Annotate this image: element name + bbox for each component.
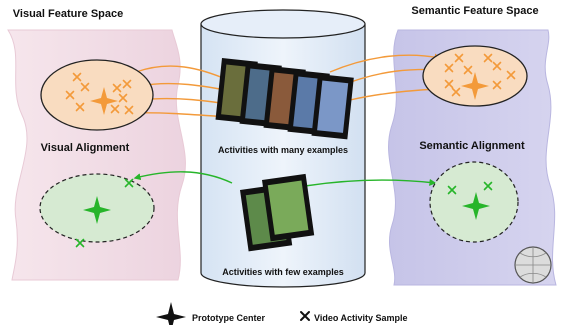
wikipedia-globe-icon xyxy=(514,246,552,284)
legend: Prototype Center Video Activity Sample xyxy=(156,302,408,325)
visual-prototype-many-icon xyxy=(90,87,118,115)
semantic-alignment-label: Semantic Alignment xyxy=(419,140,525,152)
visual-prototype-few-icon xyxy=(83,196,111,224)
green-alignment-arrows xyxy=(133,171,437,187)
many-examples-label: Activities with many examples xyxy=(218,145,348,155)
few-examples-label: Activities with few examples xyxy=(222,267,344,277)
legend-prototype-label: Prototype Center xyxy=(192,313,266,323)
video-filmstrip-stack-few xyxy=(240,173,315,252)
semantic-prototype-many-icon xyxy=(461,72,489,100)
legend-prototype-icon xyxy=(156,302,186,325)
visual-class-ellipse-many xyxy=(40,59,154,131)
semantic-feature-space-title: Semantic Feature Space xyxy=(411,5,538,17)
visual-alignment-label: Visual Alignment xyxy=(41,142,130,154)
visual-feature-space-title: Visual Feature Space xyxy=(13,8,123,20)
legend-sample-icon xyxy=(300,311,310,321)
video-filmstrip-stack-many xyxy=(215,58,354,140)
semantic-prototype-few-icon xyxy=(462,192,490,220)
legend-sample-label: Video Activity Sample xyxy=(314,313,408,323)
